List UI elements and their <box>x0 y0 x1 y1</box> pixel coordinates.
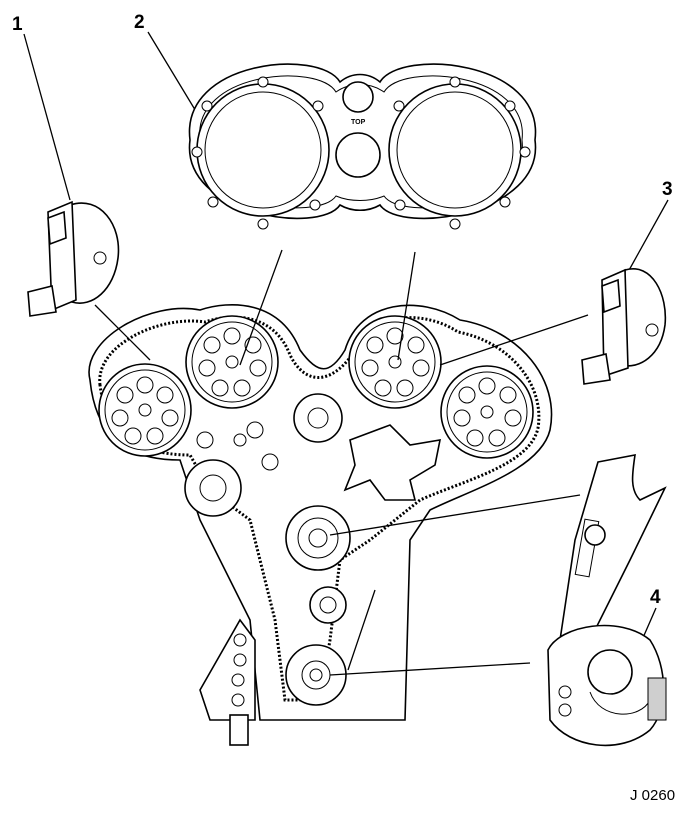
crankshaft-sprocket <box>285 644 347 706</box>
lower-bracket <box>199 618 256 746</box>
callout-1-leader <box>23 33 71 201</box>
tensioner-pulley <box>184 459 242 517</box>
callout-1-label: 1 <box>12 14 23 35</box>
camshaft-sprocket-3 <box>348 315 442 409</box>
callout-2-leader <box>147 31 201 119</box>
plate-top-marking: TOP <box>351 119 366 126</box>
water-pump <box>285 505 351 571</box>
small-pulleys <box>196 421 279 471</box>
crankshaft-locking-tool <box>547 454 667 747</box>
callout-3-label: 3 <box>662 179 673 200</box>
callout-2: 2 <box>134 12 201 119</box>
camshaft-locking-tool-right <box>581 267 667 385</box>
idler-pulley-lower <box>309 586 347 624</box>
camshaft-sprocket-1 <box>98 363 192 457</box>
figure-reference-code: J 0260 <box>630 787 675 804</box>
cover-cutout <box>343 424 442 501</box>
camshaft-sprocket-2 <box>185 315 279 409</box>
callout-4-label: 4 <box>650 587 661 608</box>
callout-3: 3 <box>627 179 673 273</box>
callout-1: 1 <box>12 14 71 201</box>
callout-2-label: 2 <box>134 12 145 33</box>
camshaft-locking-tool-left <box>27 200 120 317</box>
callout-3-leader <box>627 199 669 273</box>
idler-pulley-upper <box>293 393 343 443</box>
reference-leaders <box>94 249 589 676</box>
twin-ring-plate: TOP <box>188 63 537 230</box>
plate-bolt-holes <box>191 76 531 230</box>
camshaft-sprocket-4 <box>440 365 534 459</box>
